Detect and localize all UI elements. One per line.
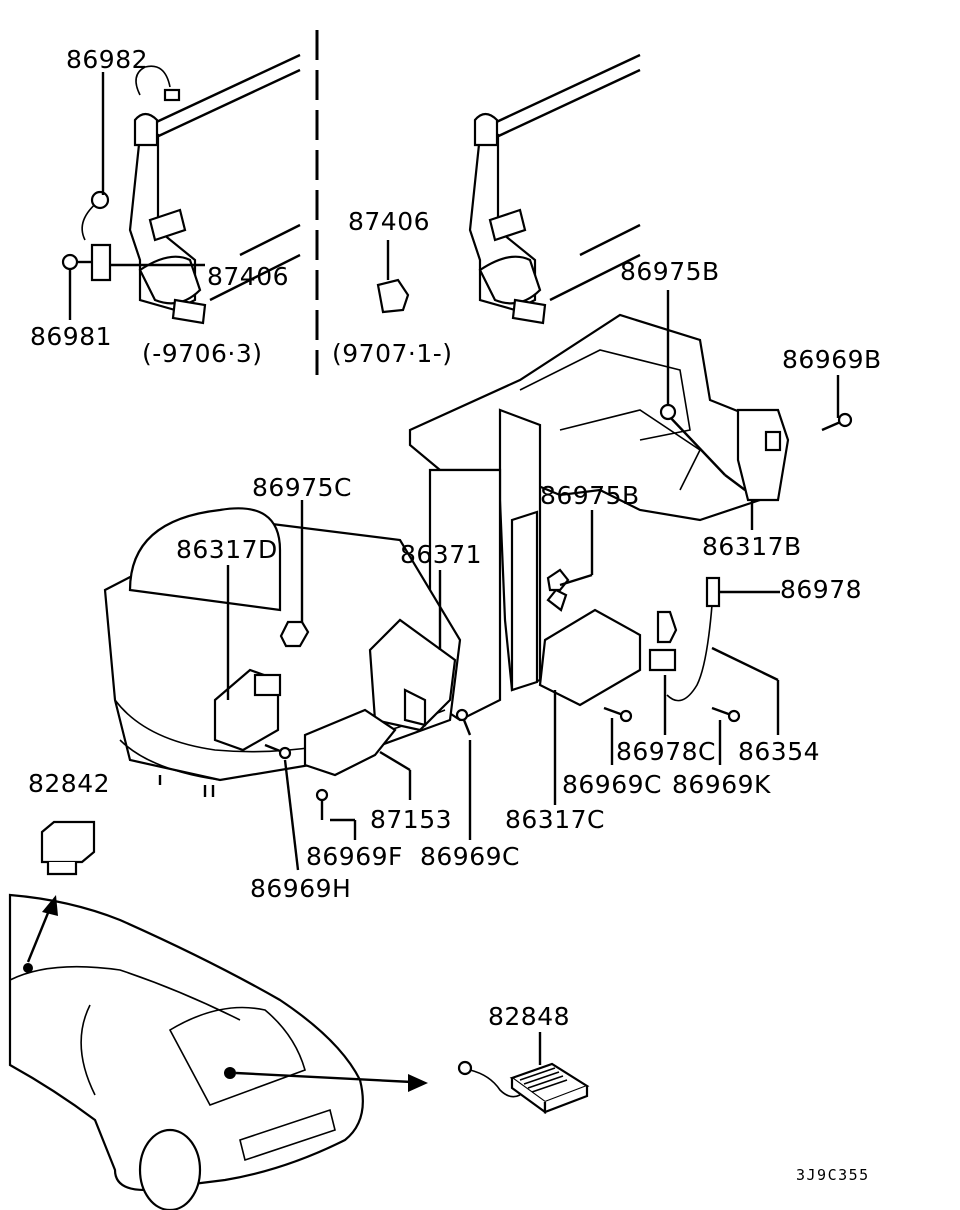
label-range-old: (-9706·3) xyxy=(142,339,263,368)
label-86371: 86371 xyxy=(400,540,482,569)
label-86982: 86982 xyxy=(66,45,148,74)
label-82842: 82842 xyxy=(28,769,110,798)
label-86317D: 86317D xyxy=(176,535,278,564)
label-86978: 86978 xyxy=(780,575,862,604)
label-82848: 82848 xyxy=(488,1002,570,1031)
label-86969C-a: 86969C xyxy=(562,770,662,799)
label-86969H: 86969H xyxy=(250,874,351,903)
cap-82842 xyxy=(40,820,96,876)
label-86975C: 86975C xyxy=(252,473,352,502)
part-labels: 86982 87406 86981 87406 (-9706·3) (9707·… xyxy=(28,45,882,1184)
label-87406-new: 87406 xyxy=(348,207,430,236)
label-86969B: 86969B xyxy=(782,345,882,374)
label-87406-old: 87406 xyxy=(207,262,289,291)
label-86969K: 86969K xyxy=(672,770,771,799)
figure-code: 3J9C355 xyxy=(796,1166,870,1184)
label-86969F: 86969F xyxy=(306,842,403,871)
harness-assembly-new xyxy=(376,53,641,325)
label-86354: 86354 xyxy=(738,737,820,766)
label-86981: 86981 xyxy=(30,322,112,351)
label-86969C-b: 86969C xyxy=(420,842,520,871)
vehicle-outline xyxy=(8,893,428,1210)
label-86978C: 86978C xyxy=(616,737,716,766)
label-86975B-mid: 86975B xyxy=(540,481,640,510)
harness-assembly-old xyxy=(61,53,301,325)
label-range-new: (9707·1-) xyxy=(332,339,453,368)
leader-lines xyxy=(226,290,840,871)
label-86317B: 86317B xyxy=(702,532,802,561)
label-87153: 87153 xyxy=(370,805,452,834)
heater-unit xyxy=(103,313,853,820)
label-86975B-top: 86975B xyxy=(620,257,720,286)
label-86317C: 86317C xyxy=(505,805,605,834)
switch-82848 xyxy=(457,1032,590,1115)
